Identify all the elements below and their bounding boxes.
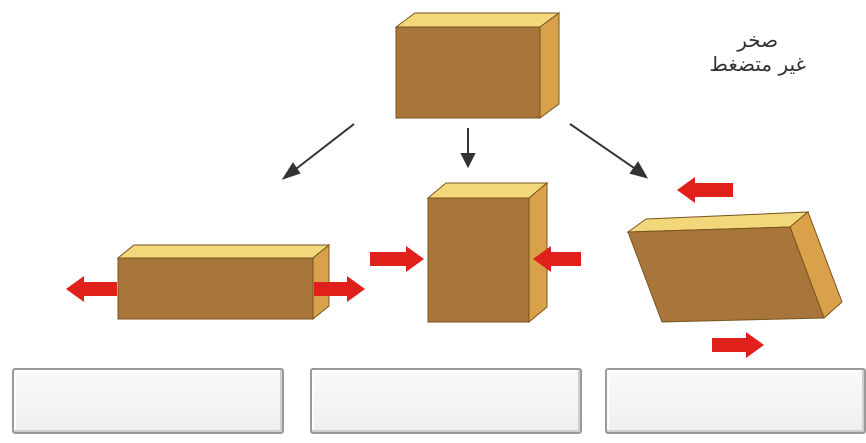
compression-arrow-left [370,246,424,272]
tension-arrows [66,276,365,302]
pointer-arrow-right [569,123,638,171]
answer-box-3[interactable] [605,368,866,434]
tension-block [116,243,331,321]
tension-arrow-right [314,276,365,302]
answer-box-1[interactable] [12,368,284,434]
compression-arrows [370,246,581,272]
shear-arrow-bottom [712,332,764,358]
shear-arrows [677,177,764,358]
undeformed-rock-block [394,12,561,119]
pointer-arrow-left [291,123,355,173]
shear-block [626,211,843,323]
undeformed-rock-label: صخر غير متضغط [709,28,806,76]
label-line-1: صخر [737,28,779,52]
compression-arrow-right [533,246,581,272]
pointer-arrows [281,123,649,180]
tension-arrow-left [66,276,117,302]
shear-arrow-top [677,177,733,203]
compression-block [426,181,549,324]
label-line-2: غير متضغط [709,52,806,76]
answer-box-2[interactable] [310,368,582,434]
